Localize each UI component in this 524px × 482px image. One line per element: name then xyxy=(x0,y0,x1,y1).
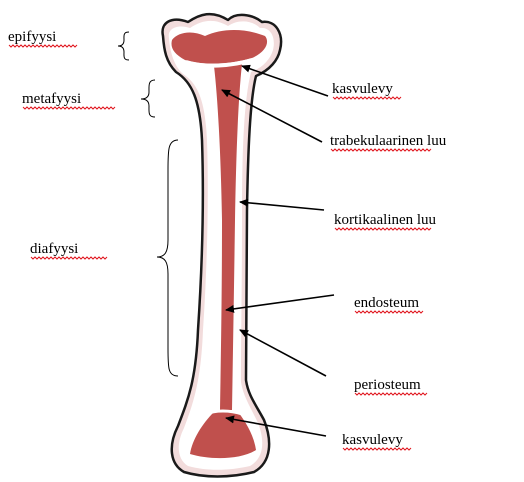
growth-plate-top-underline xyxy=(333,97,401,99)
diaphysis-label: diafyysi xyxy=(30,241,78,257)
periosteum-arrow-icon xyxy=(240,330,326,376)
bone-illustration xyxy=(163,14,281,476)
epiphysis-label-underline xyxy=(9,45,77,47)
metaphysis-label-underline xyxy=(23,107,115,109)
cortical-bone-underline xyxy=(335,228,431,230)
cortical-bone-arrow-icon xyxy=(240,202,324,210)
epiphysis-bracket-icon xyxy=(118,32,129,60)
metaphysis-bracket-icon xyxy=(141,80,155,117)
metaphysis-label: metafyysi xyxy=(22,91,81,107)
endosteum-label: endosteum xyxy=(354,295,419,311)
trabecular-bone-label: trabekulaarinen luu xyxy=(330,133,447,149)
diaphysis-label-underline xyxy=(31,257,107,259)
epiphysis-label: epifyysi xyxy=(8,29,56,45)
growth-plate-top-label: kasvulevy xyxy=(332,81,393,97)
cortical-bone-label: kortikaalinen luu xyxy=(334,212,437,228)
growth-plate-bottom-underline xyxy=(343,448,411,450)
endosteum-underline xyxy=(355,311,423,313)
periosteum-underline xyxy=(355,393,427,395)
trabecular-bone-underline xyxy=(331,149,431,151)
growth-plate-bottom-label: kasvulevy xyxy=(342,432,403,448)
diaphysis-bracket-icon xyxy=(157,140,178,376)
periosteum-label: periosteum xyxy=(354,377,421,393)
